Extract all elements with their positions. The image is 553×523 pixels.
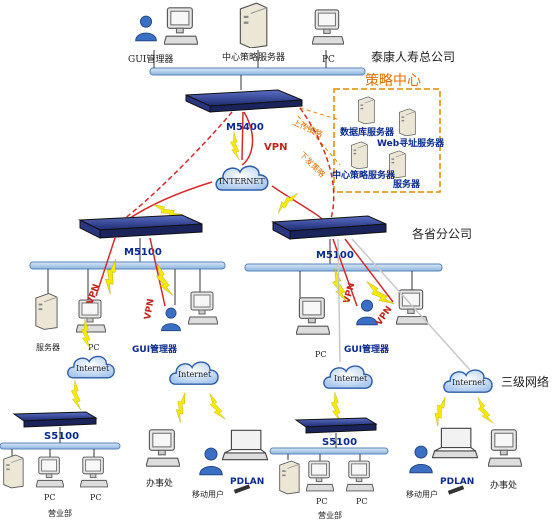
left-lightning-6 [206, 391, 226, 423]
hq-policy-server-icon [239, 2, 268, 48]
left-lightning-4 [71, 380, 81, 410]
left-office-pc-icon [146, 429, 180, 467]
left-lightning-5 [171, 391, 191, 423]
left-server-label: 服务器 [36, 342, 60, 352]
yyb-pc-a-icon [36, 456, 64, 488]
yyb-pc-b-icon [80, 456, 108, 488]
right-gui-label: GUI管理器 [344, 343, 390, 355]
branch-left-bus [29, 261, 226, 270]
left-yyb-label: 营业部 [48, 508, 72, 518]
web-server-label: Web寻址服务器 [377, 137, 445, 149]
right-mobile-label: 移动用户 [406, 489, 438, 499]
download-policy-label: 下发策略 [298, 149, 328, 179]
right-lightning-4 [429, 395, 451, 427]
left-pc-b-label: PC [90, 493, 102, 502]
hq-gui-label: GUI管理器 [128, 53, 173, 65]
branch-right-router-label: M5100 [316, 250, 354, 261]
internet-main-label: INTERNET [219, 177, 265, 186]
left-s5100-switch [12, 411, 98, 428]
hq-pc-label: PC [322, 55, 335, 65]
left-office-label: 办事处 [146, 477, 173, 489]
left-gui-user-icon [161, 307, 181, 332]
right-lightning-3 [331, 392, 341, 422]
left-pc-label: PC [88, 343, 100, 352]
right-office-pc-icon [488, 429, 522, 467]
branch-right-router [271, 215, 387, 240]
left-gui-label: GUI管理器 [132, 343, 178, 355]
hq-router-m5400 [185, 89, 303, 113]
hq-policy-server-label: 中心策略服务器 [222, 51, 285, 63]
left-lan-bus [0, 442, 121, 450]
right-mobile-user-icon [409, 445, 433, 474]
branch-left-router-label: M5100 [124, 247, 162, 258]
left-server-icon [35, 292, 58, 330]
right-pc-b-label: PC [356, 497, 368, 506]
right-yyb-pc-a-icon [306, 460, 334, 492]
upload-policy-label: 上传策略 [291, 117, 324, 140]
right-usb-key [447, 485, 465, 495]
left-pdlan-label: PDLAN [230, 477, 264, 487]
right-s5100-label: S5100 [322, 437, 357, 448]
db-server-label: 数据库服务器 [340, 126, 395, 138]
right-office-label: 办事处 [490, 479, 517, 491]
center-policy-server-label: 中心策略服务器 [332, 169, 396, 181]
right-yyb-pc-b-icon [346, 460, 374, 492]
left-s5100-label: S5100 [44, 431, 79, 442]
right-internet1-label: Internet [334, 374, 368, 383]
left-laptop-icon [222, 429, 268, 461]
db-server-icon [358, 96, 375, 124]
left-gui-pc-icon [188, 291, 218, 325]
right-internet2-label: Internet [452, 378, 486, 387]
left-pc-a-label: PC [44, 493, 56, 502]
hq-router-label: M5400 [226, 122, 264, 133]
right-pc-label: PC [315, 350, 327, 359]
branch-name-label: 各省分公司 [412, 226, 472, 241]
left-vpn2-label: VPN [143, 298, 157, 321]
web-server-icon [399, 108, 416, 136]
right-vpn2-label: VPN [374, 305, 394, 328]
right-pdlan-label: PDLAN [440, 477, 474, 487]
left-mobile-label: 移动用户 [192, 489, 224, 499]
gui-manager-user-icon [135, 15, 157, 42]
extra-server-label: 服务器 [393, 178, 421, 190]
vpn-top-label: VPN [264, 142, 287, 153]
right-lightning-5 [474, 395, 494, 427]
policy-center-title: 策略中心 [365, 72, 421, 89]
hq-pc-icon [312, 9, 344, 45]
hq-bus [149, 67, 366, 76]
left-internet1-label: Internet [76, 364, 110, 373]
right-pc-a-label: PC [316, 497, 328, 506]
third-level-label: 三级网络 [501, 374, 549, 389]
left-internet2-label: Internet [178, 370, 212, 379]
right-lan-bus [269, 447, 389, 455]
branch-left-router [78, 214, 203, 239]
center-policy-server-icon [351, 141, 368, 169]
yyb-server-icon [3, 454, 24, 489]
right-yyb-label: 营业部 [318, 510, 342, 520]
lightning-top [230, 132, 240, 160]
right-s5100-switch [294, 417, 378, 434]
policy-center-box [333, 88, 441, 193]
gui-manager-pc-icon [164, 7, 198, 45]
right-pc-icon [296, 297, 330, 335]
right-yyb-server-icon [279, 460, 300, 495]
left-usb-key [233, 484, 251, 494]
hq-name-label: 泰康人寿总公司 [371, 49, 455, 64]
right-laptop-icon [432, 427, 478, 459]
left-mobile-user-icon [199, 447, 223, 476]
